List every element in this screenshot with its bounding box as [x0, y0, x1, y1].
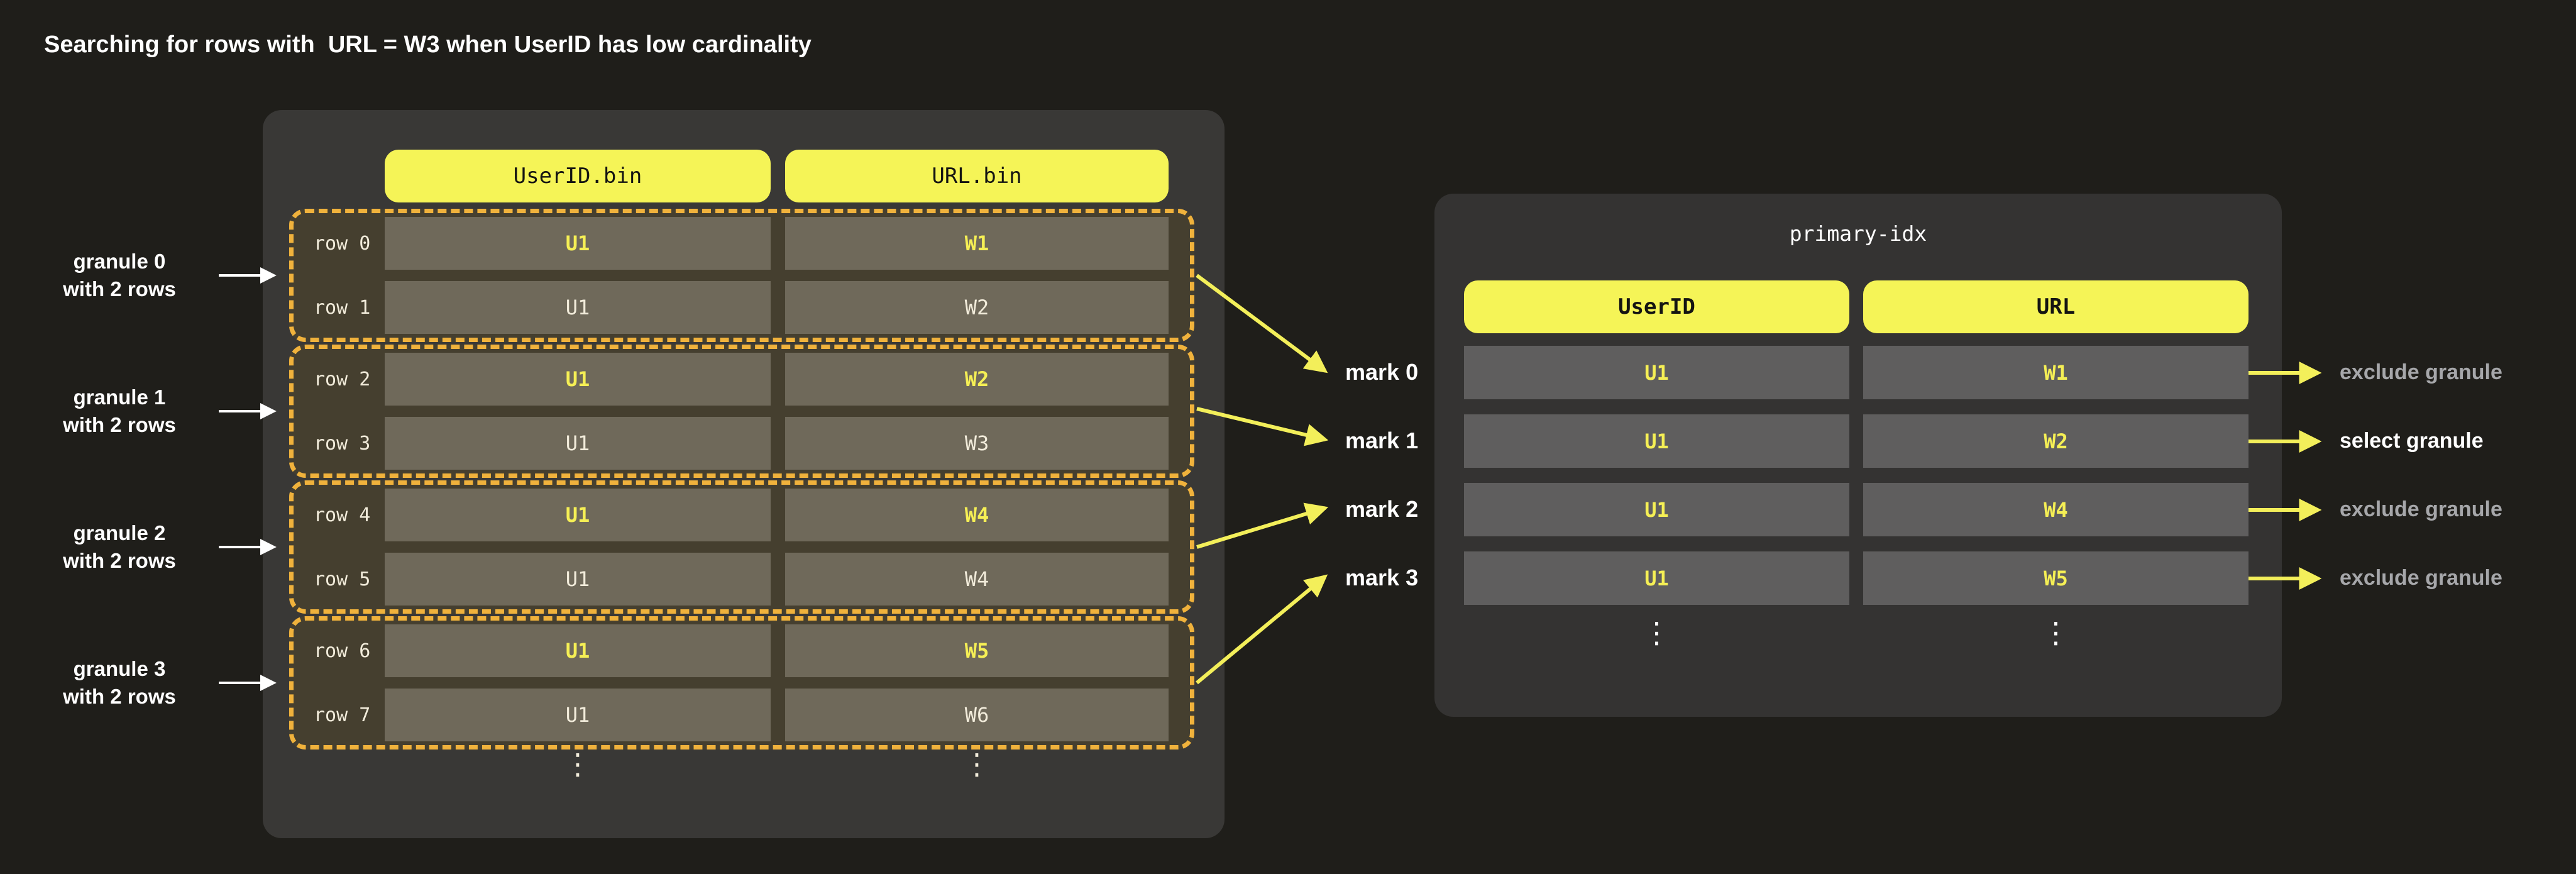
userid-cell: U1	[385, 689, 771, 741]
granule-label-line: granule 3	[73, 657, 166, 680]
url-cell: W2	[785, 281, 1169, 334]
url-cell: W2	[785, 353, 1169, 406]
url-cell: W2	[1863, 414, 2248, 468]
url-cell: W1	[1863, 346, 2248, 399]
userid-cell: U1	[385, 417, 771, 470]
row-label: row 2	[314, 368, 371, 390]
column-header-userid: UserID	[1464, 280, 1849, 333]
granule-decision-label: exclude granule	[2340, 497, 2502, 521]
userid-cell: U1	[385, 353, 771, 406]
primary-index-title: primary-idx	[1789, 221, 1927, 246]
column-file-headers: UserID.bin URL.bin	[385, 150, 1169, 202]
url-cell: W1	[785, 217, 1169, 270]
index-ellipsis-row: ⋮ ⋮	[1464, 614, 2248, 651]
granule-label: granule 3 with 2 rows	[25, 654, 214, 712]
row-label: row 1	[314, 296, 371, 319]
userid-cell: U1	[385, 553, 771, 606]
userid-cell: U1	[1464, 483, 1849, 536]
row-label: row 3	[314, 432, 371, 455]
table-row: row 3 U1 W3	[294, 417, 1190, 470]
url-cell: W4	[1863, 483, 2248, 536]
url-cell: W4	[785, 553, 1169, 606]
index-row: U1 W1	[1464, 346, 2248, 399]
url-cell: W4	[785, 489, 1169, 541]
page-title: Searching for rows with URL = W3 when Us…	[44, 31, 812, 58]
mark-label: mark 3	[1345, 565, 1419, 590]
granule-decision-label: exclude granule	[2340, 566, 2502, 590]
userid-cell: U1	[385, 281, 771, 334]
userid-cell: U1	[385, 489, 771, 541]
table-row: row 2 U1 W2	[294, 353, 1190, 406]
userid-cell: U1	[1464, 551, 1849, 605]
granule-label: granule 1 with 2 rows	[25, 382, 214, 440]
primary-index-headers: UserID URL	[1464, 280, 2248, 333]
granule-label: granule 2 with 2 rows	[25, 518, 214, 576]
ellipsis: ⋮	[962, 747, 991, 781]
mark-label: mark 1	[1345, 428, 1419, 453]
granule-label-line: with 2 rows	[63, 277, 176, 301]
mark-label: mark 2	[1345, 496, 1419, 522]
granule-label-line: with 2 rows	[63, 413, 176, 436]
userid-cell: U1	[1464, 414, 1849, 468]
granule-label: granule 0 with 2 rows	[25, 246, 214, 304]
granule-label-line: granule 0	[73, 250, 166, 273]
table-row: row 5 U1 W4	[294, 553, 1190, 606]
row-label: row 0	[314, 232, 371, 255]
url-cell: W5	[1863, 551, 2248, 605]
url-cell: W5	[785, 624, 1169, 677]
column-header-userid-bin: UserID.bin	[385, 150, 771, 202]
column-header-url: URL	[1863, 280, 2248, 333]
userid-cell: U1	[385, 217, 771, 270]
granule-label-line: with 2 rows	[63, 549, 176, 572]
row-label: row 4	[314, 504, 371, 526]
granule-decision-list: exclude granule select granule exclude gra…	[2340, 355, 2502, 595]
userid-cell: U1	[385, 624, 771, 677]
index-row: U1 W4	[1464, 483, 2248, 536]
table-row: row 0 U1 W1	[294, 217, 1190, 270]
url-cell: W6	[785, 689, 1169, 741]
index-row: U1 W5	[1464, 551, 2248, 605]
index-row: U1 W2	[1464, 414, 2248, 468]
ellipsis: ⋮	[563, 747, 592, 781]
mark-label-list: mark 0 mark 1 mark 2 mark 3	[1345, 355, 1418, 595]
granule-label-line: with 2 rows	[63, 685, 176, 708]
table-row: row 7 U1 W6	[294, 689, 1190, 741]
ellipsis: ⋮	[2041, 616, 2071, 650]
granule-label-list: granule 0 with 2 rows granule 1 with 2 rows…	[25, 246, 214, 712]
row-label: row 6	[314, 639, 371, 662]
mark-label: mark 0	[1345, 359, 1419, 385]
userid-cell: U1	[1464, 346, 1849, 399]
ellipsis: ⋮	[1642, 616, 1671, 650]
table-row: row 1 U1 W2	[294, 281, 1190, 334]
column-header-url-bin: URL.bin	[785, 150, 1169, 202]
table-row: row 4 U1 W4	[294, 489, 1190, 541]
table-row: row 6 U1 W5	[294, 624, 1190, 677]
granule-label-line: granule 2	[73, 521, 166, 545]
granule-decision-label: exclude granule	[2340, 360, 2502, 384]
left-table-ellipsis-row: ⋮ ⋮	[385, 745, 1169, 783]
granule-label-line: granule 1	[73, 385, 166, 409]
granule-decision-label: select granule	[2340, 429, 2484, 453]
url-cell: W3	[785, 417, 1169, 470]
row-label: row 5	[314, 568, 371, 590]
row-label: row 7	[314, 704, 371, 726]
